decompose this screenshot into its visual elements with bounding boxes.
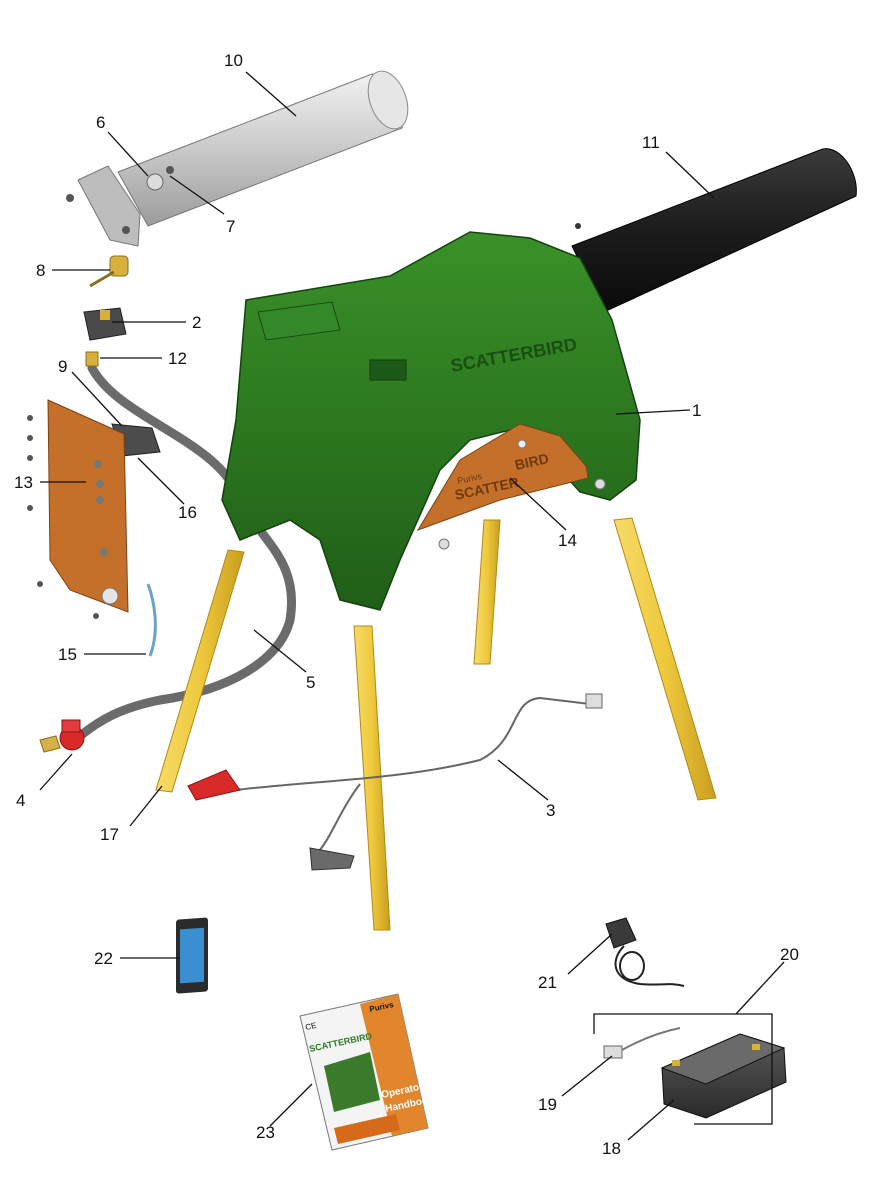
battery-part — [660, 1033, 787, 1119]
callout-10: 10 — [224, 51, 243, 70]
tablet-part — [176, 917, 208, 994]
callout-17: 17 — [100, 825, 119, 844]
callout-1: 1 — [692, 401, 701, 420]
callout-9: 9 — [58, 357, 67, 376]
handbook-ce-mark: CE — [305, 1021, 318, 1032]
callout-16: 16 — [178, 503, 197, 522]
callout-6: 6 — [96, 113, 105, 132]
leader-lines — [39, 71, 785, 1141]
callout-13: 13 — [14, 473, 33, 492]
operators-handbook-part: CE Purivs SCATTERBIRD Operator's Handboo… — [299, 993, 435, 1151]
barrel-tube-part — [66, 70, 409, 247]
callout-2: 2 — [192, 313, 201, 332]
callout-numbers: 1 2 3 4 5 6 7 8 9 10 11 12 13 14 15 16 1… — [14, 51, 799, 1158]
callout-14: 14 — [558, 531, 577, 550]
gas-hose-part — [75, 363, 296, 741]
callout-3: 3 — [546, 801, 555, 820]
callout-15: 15 — [58, 645, 77, 664]
earth-wire-part — [146, 583, 157, 657]
battery-cable-part — [187, 693, 603, 871]
callout-19: 19 — [538, 1095, 557, 1114]
callout-23: 23 — [256, 1123, 275, 1142]
callout-18: 18 — [602, 1139, 621, 1158]
callout-7: 7 — [226, 217, 235, 236]
callout-22: 22 — [94, 949, 113, 968]
charger-part — [605, 917, 685, 987]
bracket-brand-part2: BIRD — [513, 450, 550, 473]
callout-11: 11 — [642, 133, 660, 152]
callout-21: 21 — [538, 973, 557, 992]
battery-kit-bracket — [593, 1013, 773, 1125]
black-barrel-part — [571, 148, 857, 333]
small-fittings-parts — [83, 255, 129, 367]
callout-4: 4 — [16, 791, 25, 810]
orange-bracket-part: SCATTER BIRD Purivs — [416, 423, 589, 531]
support-legs-part — [155, 517, 717, 931]
callout-8: 8 — [36, 261, 45, 280]
mounting-plate-part — [27, 399, 129, 619]
callout-12: 12 — [168, 349, 187, 368]
regulator-part — [39, 719, 85, 753]
callout-20: 20 — [780, 945, 799, 964]
callout-5: 5 — [306, 673, 315, 692]
battery-lead-part — [603, 1027, 681, 1059]
main-body-part: SCATTERBIRD — [221, 231, 641, 611]
